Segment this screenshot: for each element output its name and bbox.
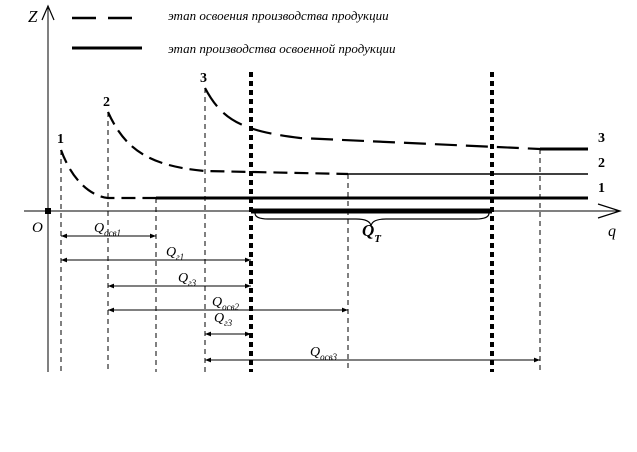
dimension-qg3a-main: Q (178, 271, 188, 286)
dimension-qosv2-main: Q (212, 295, 222, 310)
dimension-qosv3-main: Q (310, 345, 320, 360)
dimension-qosv3-label: Qосв3 (310, 345, 338, 362)
curve-2-learning-stage (106, 111, 349, 176)
x-axis-label: q (608, 223, 616, 240)
y-axis-label: Z (28, 7, 38, 26)
interval-label: QT (362, 221, 382, 245)
interval-bounds (249, 72, 494, 372)
curve-2-end-label: 2 (598, 156, 605, 171)
x-axis-arrowhead (597, 203, 622, 219)
y-axis-arrowhead (41, 4, 55, 21)
dimension-labels: Qосв1 Qг1 Qг3 Qосв2 Qг3 Qосв3 (94, 221, 338, 362)
curve-2: 2 2 (103, 95, 605, 176)
guide-lines (60, 88, 541, 372)
dimension-qg3a-label: Qг3 (178, 271, 197, 288)
dimension-qosv2-sub: осв2 (222, 302, 239, 312)
dimension-qosv1-main: Q (94, 221, 104, 236)
curve-2-start-label: 2 (103, 95, 110, 110)
curve-1-end-label: 1 (598, 181, 605, 196)
dimension-qg3b-sub: г3 (224, 318, 233, 328)
legend-solid-label: этап производства освоенной продукции (168, 41, 396, 56)
dimension-qg1-label: Qг1 (166, 245, 184, 262)
interval-label-main: Q (362, 221, 374, 240)
curve-1-learning-stage (59, 149, 156, 200)
dimension-qosv3-sub: осв3 (320, 352, 337, 362)
curve-3-start-label: 3 (200, 71, 207, 86)
dimension-qosv1-label: Qосв1 (94, 221, 121, 238)
dimension-qg1-sub: г1 (176, 252, 184, 262)
dimension-qosv2-label: Qосв2 (212, 295, 240, 312)
curve-1-start-label: 1 (57, 132, 64, 147)
dimension-qosv1-sub: осв1 (104, 228, 121, 238)
dimension-qg1-main: Q (166, 245, 176, 260)
dimension-qg3b-main: Q (214, 311, 224, 326)
legend: этап освоения производства продукции эта… (72, 8, 396, 56)
axes: Z q O (24, 4, 622, 372)
dimension-qg3a-sub: г3 (188, 278, 197, 288)
curve-3-end-label: 3 (598, 131, 605, 146)
origin-marker (45, 208, 51, 214)
interval-label-sub: T (374, 233, 382, 245)
curve-3: 3 3 (200, 71, 605, 151)
dimension-qg3b-label: Qг3 (214, 311, 233, 328)
curve-3-learning-stage (204, 87, 541, 151)
origin-label: O (32, 220, 43, 236)
legend-dashed-label: этап освоения производства продукции (168, 8, 389, 23)
interval-brace (254, 212, 490, 227)
interval-qt: QT (251, 208, 492, 245)
dimensions (61, 233, 540, 363)
curve-1: 1 1 (57, 132, 605, 200)
